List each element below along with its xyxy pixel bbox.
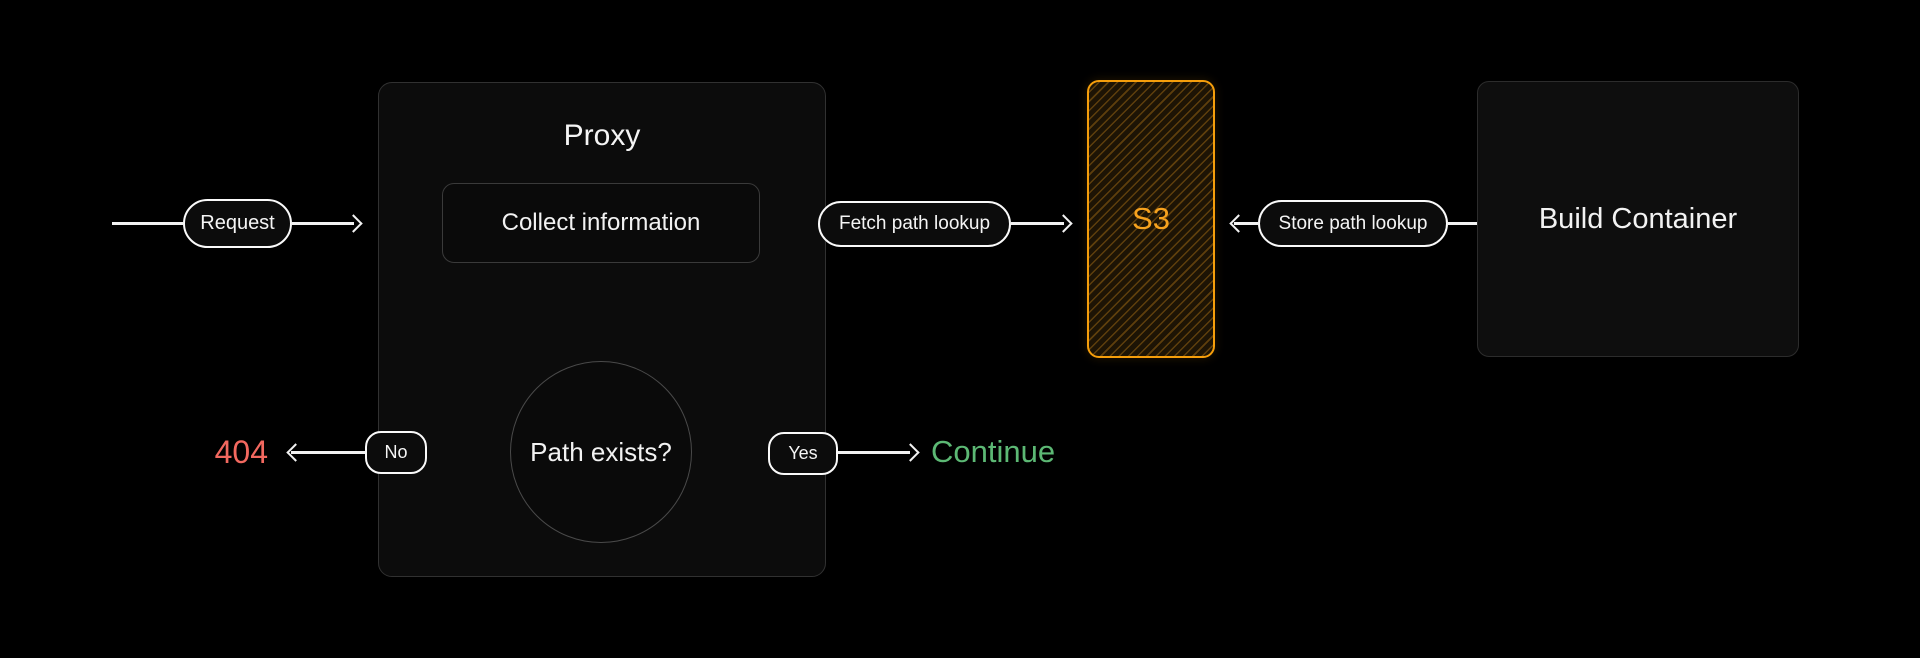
- request-inbound-line: [112, 222, 183, 225]
- fetch-path-lookup-pill: Fetch path lookup: [818, 201, 1011, 247]
- build-container-node: Build Container: [1477, 81, 1799, 357]
- status-404-label: 404: [214, 434, 268, 470]
- fetch-arrowhead-right-icon: [1054, 214, 1073, 233]
- request-to-proxy-line: [292, 222, 354, 225]
- store-to-s3-line: [1234, 222, 1258, 225]
- yes-pill: Yes: [768, 432, 838, 475]
- yes-to-continue-line: [838, 451, 910, 454]
- request-pill: Request: [183, 199, 292, 248]
- collect-information-node: Collect information: [442, 183, 760, 263]
- fetch-to-s3-line: [1011, 222, 1064, 225]
- no-pill: No: [365, 431, 427, 474]
- no-arrowhead-left-icon: [286, 443, 305, 462]
- s3-label: S3: [1132, 201, 1170, 236]
- yes-arrowhead-right-icon: [901, 443, 920, 462]
- proxy-title: Proxy: [563, 119, 641, 152]
- store-arrowhead-left-icon: [1229, 214, 1248, 233]
- path-exists-decision-node: Path exists?: [510, 361, 692, 543]
- continue-label: Continue: [931, 434, 1056, 469]
- build-to-store-line: [1448, 222, 1477, 225]
- no-to-404-line: [291, 451, 365, 454]
- request-arrowhead-right-icon: [344, 214, 363, 233]
- s3-node: S3: [1087, 80, 1215, 358]
- store-path-lookup-pill: Store path lookup: [1258, 200, 1448, 247]
